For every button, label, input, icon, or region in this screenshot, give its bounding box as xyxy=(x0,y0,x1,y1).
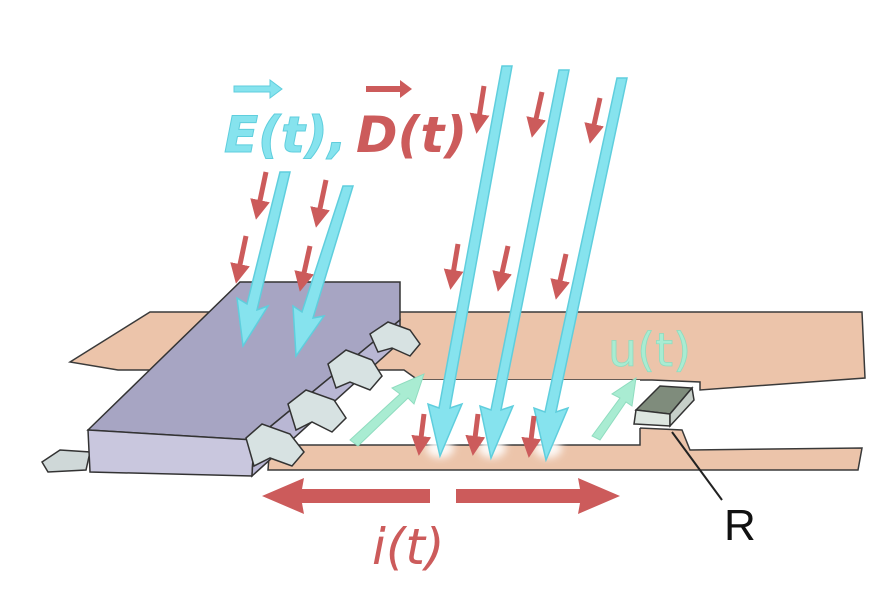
e-vector-arrow xyxy=(233,79,283,99)
resistor xyxy=(633,385,723,501)
voltage-label: u(t) xyxy=(608,323,691,377)
d-field-arrow xyxy=(250,171,270,220)
d-field-label: D(t) xyxy=(356,106,467,164)
d-field-arrow xyxy=(230,235,250,284)
current-arrow-left xyxy=(262,478,430,514)
resistor-side xyxy=(669,386,695,428)
d-field-arrow xyxy=(526,91,546,138)
d-field-arrows xyxy=(230,85,604,458)
trace-gap xyxy=(405,380,640,440)
e-field-arrow xyxy=(292,185,355,359)
d-field-arrow xyxy=(550,253,570,300)
lower-trace xyxy=(267,427,863,471)
d-field-arrow xyxy=(443,243,464,290)
chip-left-lead xyxy=(40,449,91,473)
current-label: i(t) xyxy=(372,518,445,576)
resistor-label: R xyxy=(724,501,756,550)
current-arrow-right xyxy=(456,478,620,514)
e-field-arrow xyxy=(532,77,628,463)
e-field-arrows xyxy=(236,65,628,463)
resistor-leader-line xyxy=(671,431,723,501)
d-field-arrow xyxy=(310,179,330,228)
chip-pin xyxy=(327,349,383,391)
d-field-arrow xyxy=(492,245,512,292)
d-field-arrow xyxy=(465,413,486,456)
vector-marks xyxy=(233,79,412,99)
voltage-arrow xyxy=(349,373,425,447)
d-field-arrow xyxy=(469,85,490,134)
chip-pin xyxy=(287,389,347,433)
d-vector-arrow xyxy=(366,80,412,98)
e-field-arrow xyxy=(478,69,570,461)
d-field-arrow xyxy=(411,413,432,456)
chip-pin xyxy=(369,321,421,357)
d-field-arrow xyxy=(294,245,314,292)
voltage-arrow xyxy=(591,376,637,441)
e-field-arrow xyxy=(426,65,513,459)
e-field-label: E(t), xyxy=(224,106,347,164)
e-field-arrow xyxy=(236,171,291,349)
chip-pins xyxy=(245,321,421,468)
ic-chip xyxy=(40,281,421,478)
voltage-arrows xyxy=(349,373,637,447)
d-field-arrow xyxy=(521,415,542,458)
chip-pin xyxy=(245,423,305,468)
d-field-arrow xyxy=(584,97,604,144)
current-arrow xyxy=(262,478,620,514)
